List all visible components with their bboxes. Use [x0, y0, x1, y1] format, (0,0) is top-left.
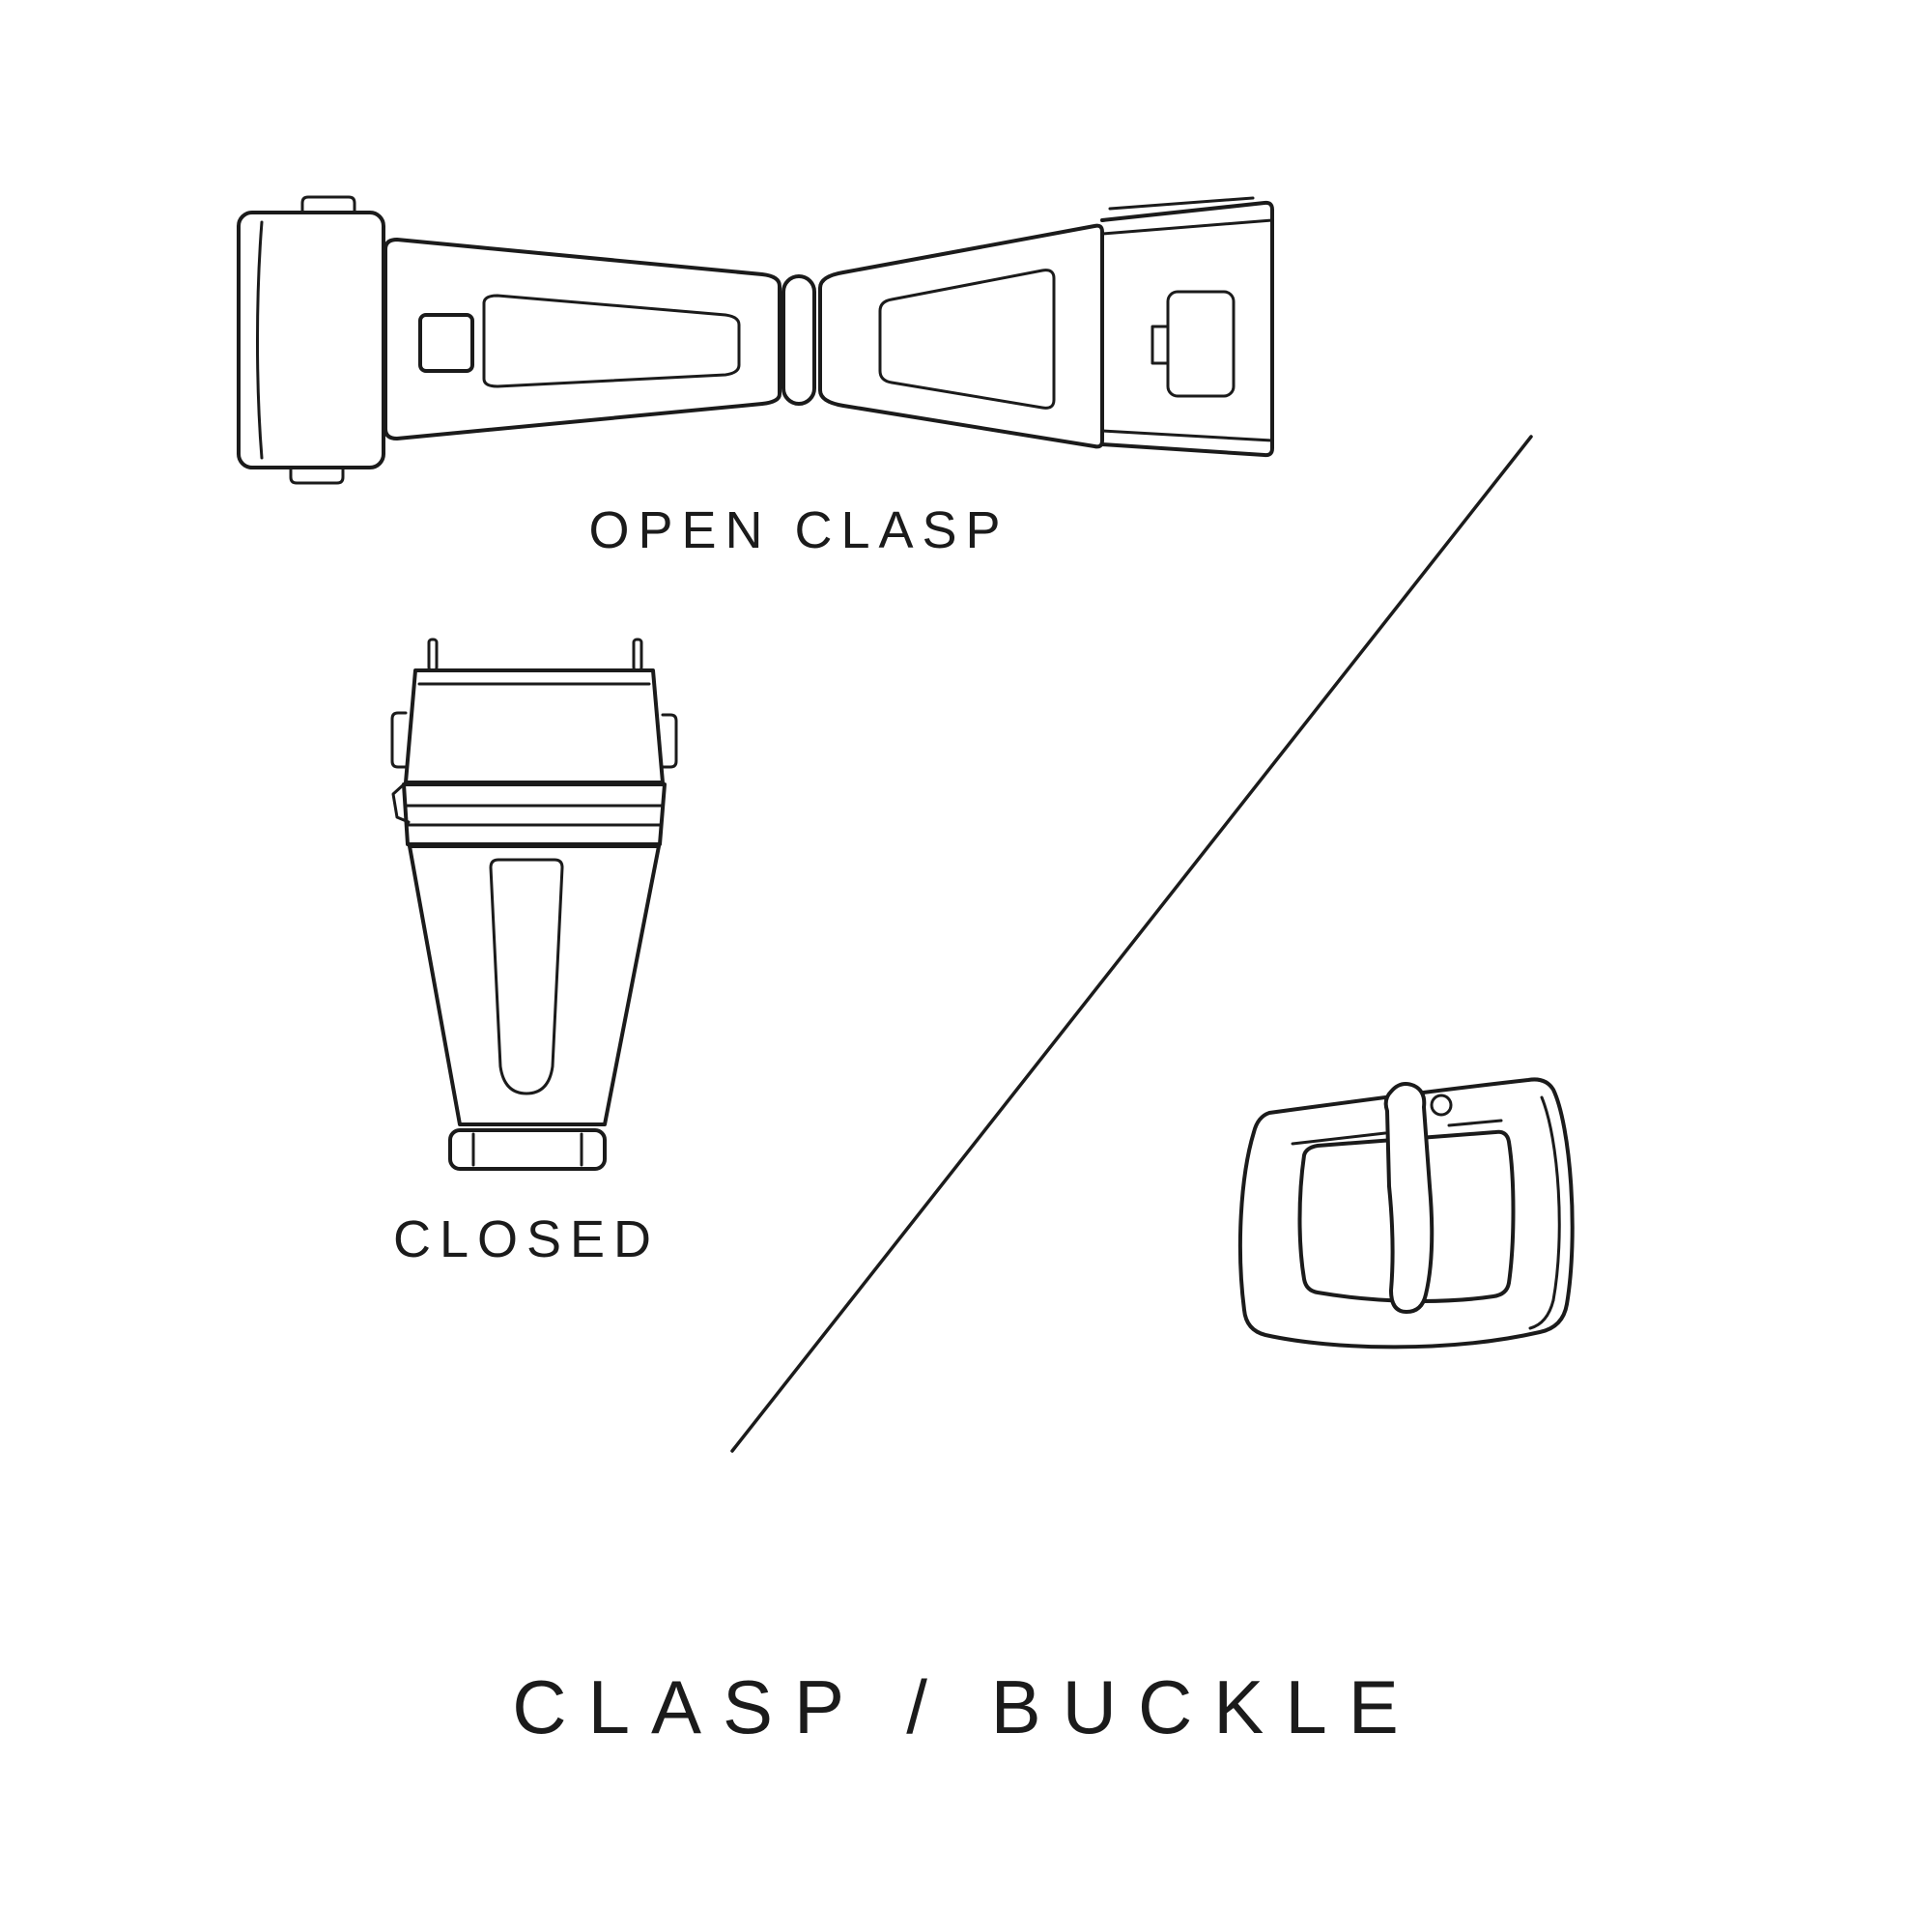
diagonal-divider-line	[730, 435, 1533, 1453]
diagonal-divider	[715, 425, 1546, 1468]
page-title: CLASP / BUCKLE	[512, 1664, 1420, 1749]
open-clasp-label: OPEN CLASP	[588, 501, 1009, 559]
closed-clasp-figure	[375, 636, 684, 1177]
closed-clasp-illustration	[390, 638, 678, 1171]
closed-clasp-label: CLOSED	[392, 1210, 661, 1268]
open-clasp-figure	[225, 180, 1278, 489]
tang-buckle-illustration	[1237, 1077, 1575, 1350]
open-clasp-illustration	[237, 195, 1274, 485]
buckle-figure	[1209, 1051, 1615, 1399]
